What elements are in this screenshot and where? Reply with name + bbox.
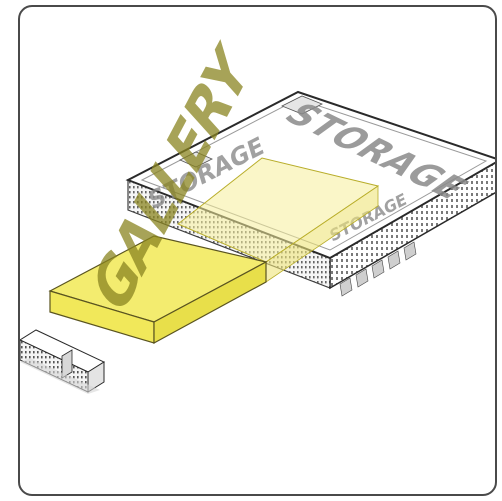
historic-building [20,330,104,394]
